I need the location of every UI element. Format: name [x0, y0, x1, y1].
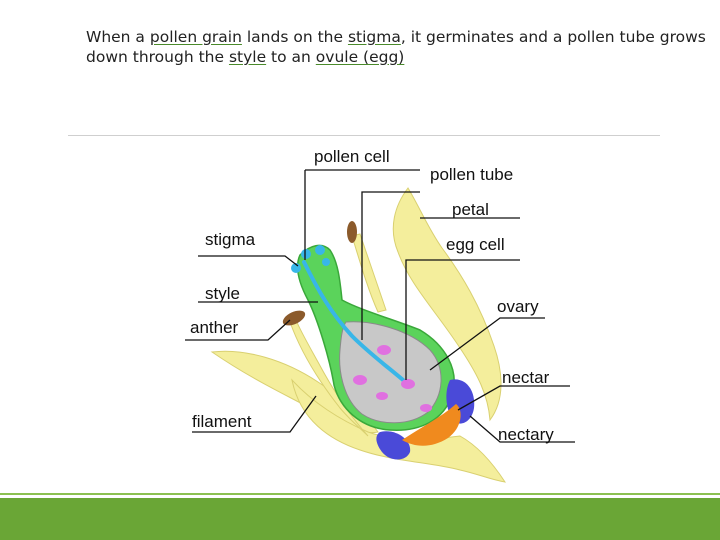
- anther-right-shape: [347, 221, 357, 243]
- caption-text-1: When a: [86, 28, 150, 46]
- petal-right-shape: [392, 187, 502, 422]
- leader-nectary: [469, 415, 575, 443]
- receptacle-shape: [291, 378, 507, 483]
- term-pollen-grain: pollen grain: [149, 28, 242, 46]
- leader-egg-cell: [405, 259, 520, 380]
- leader-lines: [185, 169, 575, 443]
- egg-1: [353, 375, 367, 385]
- label-pollen-tube: pollen tube: [430, 165, 513, 184]
- leader-stigma: [198, 255, 299, 267]
- leader-nectar: [457, 385, 570, 411]
- filament-shape: [289, 319, 369, 437]
- caption: When a pollen grain lands on the stigma,…: [86, 27, 706, 67]
- caption-text-3: , it germinates and a pollen tube grows …: [86, 28, 706, 66]
- label-ovary: ovary: [497, 297, 539, 316]
- leader-filament: [192, 395, 317, 433]
- label-pollen-cell: pollen cell: [314, 147, 390, 166]
- footer-accent-line: [0, 493, 720, 495]
- stigma-lobe-3: [315, 245, 325, 255]
- caption-text-2: lands on the: [241, 28, 348, 46]
- filament-right-shape: [351, 233, 387, 313]
- stigma-lobe-1: [291, 263, 301, 273]
- label-nectary: nectary: [498, 425, 554, 444]
- label-nectar: nectar: [502, 368, 550, 387]
- caption-text-4: to an: [266, 48, 316, 66]
- nectar-shape: [402, 404, 461, 446]
- leader-ovary: [429, 317, 545, 371]
- stigma-lobe-4: [322, 258, 330, 266]
- egg-2: [377, 345, 391, 355]
- flower-diagram: pollen cell pollen tube petal egg cell s…: [185, 147, 575, 483]
- nectary-left-shape: [376, 431, 411, 460]
- stigma-lobe-2: [301, 249, 311, 259]
- label-egg-cell: egg cell: [446, 235, 505, 254]
- label-filament: filament: [192, 412, 252, 431]
- leader-pollen-tube: [361, 191, 420, 340]
- term-stigma: stigma: [347, 28, 401, 46]
- term-ovule: ovule (egg): [315, 48, 405, 66]
- label-petal: petal: [452, 200, 489, 219]
- egg-4: [376, 392, 388, 400]
- divider-line: [68, 135, 660, 136]
- footer-bar: [0, 498, 720, 540]
- label-anther: anther: [190, 318, 239, 337]
- label-stigma: stigma: [205, 230, 256, 249]
- egg-3: [401, 379, 415, 389]
- label-style: style: [205, 284, 240, 303]
- leader-anther: [185, 319, 291, 341]
- pollen-tube-shape: [302, 260, 412, 388]
- egg-5: [420, 404, 432, 412]
- term-style: style: [228, 48, 267, 66]
